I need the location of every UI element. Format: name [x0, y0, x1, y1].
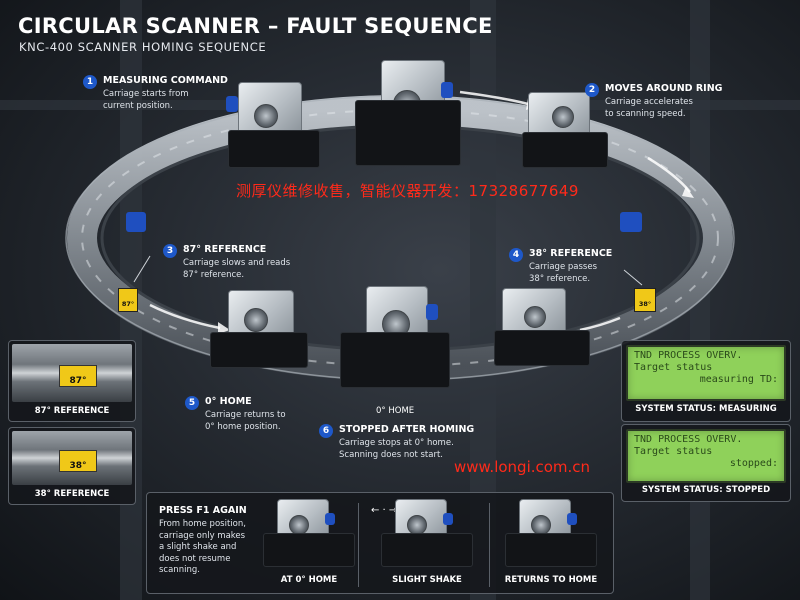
watermark-chinese: 测厚仪维修收售，智能仪器开发：17328677649	[236, 182, 579, 200]
motion-arrow-bottom-right	[579, 316, 621, 332]
step-5: 5 0° HOME Carriage returns to 0° home po…	[185, 396, 355, 440]
step-number: 5	[185, 396, 199, 410]
carriage-top	[355, 60, 465, 170]
status-measuring-caption: SYSTEM STATUS: MEASURING	[635, 404, 777, 414]
f1-panel-description: From home position, carriage only makes …	[159, 519, 246, 575]
watermark-url: www.longi.com.cn	[454, 458, 591, 476]
step-title: STOPPED AFTER HOMING	[339, 424, 475, 435]
lcd-stopped: TND PROCESS OVERV. Target status stopped…	[626, 429, 786, 483]
carriage-step4	[492, 288, 592, 368]
step-description: Carriage passes 38° reference.	[529, 262, 597, 284]
f1-again-panel: PRESS F1 AGAIN From home position, carri…	[146, 492, 614, 594]
step-number: 3	[163, 244, 177, 258]
step-3: 3 87° REFERENCE Carriage slows and reads…	[163, 244, 333, 288]
lcd-stopped-line1: TND PROCESS OVERV.	[634, 434, 743, 445]
lcd-measuring-line1: TND PROCESS OVERV.	[634, 350, 743, 361]
step-description: Carriage slows and reads 87° reference.	[183, 258, 291, 280]
step-6: 6 STOPPED AFTER HOMING Carriage stops at…	[319, 424, 499, 468]
step-description: Carriage stops at 0° home. Scanning does…	[339, 438, 454, 460]
step-title: MEASURING COMMAND	[103, 75, 228, 86]
f1-divider	[358, 503, 359, 587]
step-number: 2	[585, 83, 599, 97]
carriage-step3	[210, 290, 310, 370]
status-measuring-panel: TND PROCESS OVERV. Target status measuri…	[621, 340, 791, 422]
leader-line-step4	[623, 269, 643, 286]
reference-87-panel: 87° 87° REFERENCE	[8, 340, 136, 422]
lcd-measuring-line2: Target status	[634, 362, 713, 373]
step-description: Carriage starts from current position.	[103, 89, 189, 111]
carriage-step1	[224, 82, 324, 172]
page-title: CIRCULAR SCANNER – FAULT SEQUENCE	[18, 14, 493, 38]
carriage-step2	[520, 92, 610, 172]
reference-87-caption: 87° REFERENCE	[34, 406, 110, 416]
motion-arrow-left	[149, 303, 221, 330]
step-description: Carriage returns to 0° home position.	[205, 410, 286, 432]
f1-stage-2-label: SLIGHT SHAKE	[392, 575, 462, 585]
step-title: MOVES AROUND RING	[605, 83, 723, 94]
step-title: 38° REFERENCE	[529, 248, 613, 259]
lcd-measuring: TND PROCESS OVERV. Target status measuri…	[626, 345, 786, 401]
home-label: 0° HOME	[376, 406, 415, 416]
step-number: 6	[319, 424, 333, 438]
f1-stage-1-label: AT 0° HOME	[280, 575, 338, 585]
motion-arrow-left-head	[218, 322, 230, 334]
step-2: 2 MOVES AROUND RING Carriage accelerates…	[585, 83, 755, 127]
reference-38-caption: 38° REFERENCE	[34, 489, 110, 499]
status-stopped-caption: SYSTEM STATUS: STOPPED	[641, 485, 771, 495]
step-number: 1	[83, 75, 97, 89]
reference-38-panel: 38° 38° REFERENCE	[8, 427, 136, 505]
ring-tag-38: 38°	[634, 288, 656, 312]
step-description: Carriage accelerates to scanning speed.	[605, 97, 693, 119]
page-subtitle: KNC-400 SCANNER HOMING SEQUENCE	[19, 40, 267, 54]
lcd-measuring-line3: measuring TD:	[699, 374, 778, 385]
status-stopped-panel: TND PROCESS OVERV. Target status stopped…	[621, 424, 791, 502]
lcd-stopped-line2: Target status	[634, 446, 713, 457]
step-title: 0° HOME	[205, 396, 252, 407]
step-number: 4	[509, 248, 523, 262]
f1-carriage-return	[505, 499, 597, 569]
ring-motor-right	[620, 212, 642, 232]
f1-panel-title: PRESS F1 AGAIN	[159, 505, 247, 516]
ring-motor-left	[126, 212, 146, 232]
motion-arrow-right-head	[682, 186, 694, 198]
f1-divider	[489, 503, 490, 587]
step-1: 1 MEASURING COMMAND Carriage starts from…	[83, 75, 253, 119]
leader-line-step3	[133, 255, 151, 283]
ring-tag-87: 87°	[118, 288, 138, 312]
reference-38-tag: 38°	[59, 450, 97, 472]
f1-stage-3-label: RETURNS TO HOME	[504, 575, 598, 585]
step-4: 4 38° REFERENCE Carriage passes 38° refe…	[509, 248, 679, 292]
carriage-home	[340, 286, 450, 398]
f1-carriage-home	[263, 499, 355, 569]
lcd-stopped-line3: stopped:	[729, 458, 778, 469]
motion-arrow-top	[459, 90, 529, 106]
reference-87-tag: 87°	[59, 365, 97, 387]
step-title: 87° REFERENCE	[183, 244, 267, 255]
shake-arrow-icon: ← · →	[371, 505, 398, 516]
f1-carriage-shake	[381, 499, 473, 569]
